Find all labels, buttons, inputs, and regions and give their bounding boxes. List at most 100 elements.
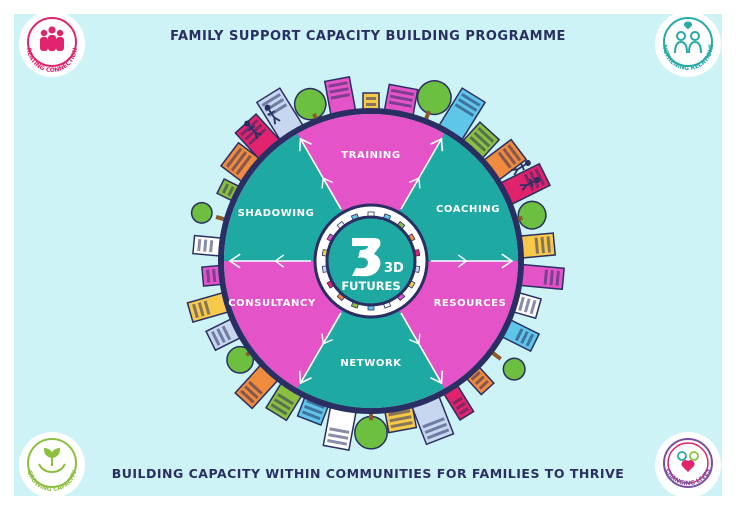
person-head [244,120,251,127]
person-head [534,176,541,183]
building-windows [366,97,376,100]
building-windows [212,268,217,283]
building-windows [474,375,485,386]
person-icon [519,176,541,192]
building-windows [226,147,243,168]
building-1 [383,83,419,118]
building-windows [221,325,232,341]
logo-name: FUTURES [341,279,400,293]
building-windows [303,404,323,415]
building-windows [328,81,348,88]
building-3 [437,87,487,142]
badge-creating-connections: CREATING CONNECTIONS [17,9,85,77]
building-windows [523,298,531,313]
building-windows [277,393,294,406]
building-windows [507,144,522,162]
building-windows [206,269,211,283]
building-windows [388,100,412,108]
building-windows [520,330,529,344]
building-windows [518,296,525,311]
building-26 [192,234,224,257]
building-21 [234,363,280,410]
person-body [247,125,262,140]
building-windows [261,93,281,107]
badge-growing-capacity: GROWING CAPACITY [19,432,85,498]
arrow-icon [274,254,285,268]
arrow-icon [430,370,444,385]
building-windows [543,269,548,285]
building-windows [534,168,546,186]
building-19 [296,395,330,426]
building-windows [306,399,325,409]
building-windows [549,270,554,286]
building-windows [469,136,487,152]
building-windows [203,300,211,315]
building-windows [455,402,466,410]
building-windows [221,183,230,194]
building-windows [424,422,448,434]
building-windows [230,151,248,172]
segment-label-resources: RESOURCES [434,298,507,309]
building-windows [426,428,450,440]
arrow-line-0 [400,138,443,210]
person-head [524,159,531,166]
tree-icon [502,357,526,381]
person-body [510,162,526,176]
segment-label-network: NETWORK [340,358,402,369]
person-head [264,104,271,111]
building-windows [390,88,415,97]
building-windows [211,330,221,346]
building-windows [534,237,540,254]
building-windows [328,433,349,440]
tree-trunk [369,411,373,421]
building-windows [273,398,291,411]
building-block [192,234,224,257]
town-buildings-icon [186,75,565,452]
segment-label-consultancy: CONSULTANCY [228,298,316,309]
building-windows [366,103,376,106]
building-windows [240,119,259,137]
segment-label-coaching: COACHING [436,204,500,215]
building-windows [525,333,535,347]
arrow-line-3 [299,312,342,384]
building-18 [322,405,358,452]
building-windows [326,439,348,446]
building-windows [330,93,350,100]
building-8 [518,232,557,259]
couple-heart-icon [674,21,702,54]
building-windows [197,238,202,252]
building-windows [502,147,517,165]
building-windows [301,410,321,421]
building-windows [270,403,288,416]
building-windows [461,93,481,107]
arrow-icon [409,333,421,345]
building-windows [454,103,475,117]
wheel-arrows [228,137,514,385]
building-windows [540,236,545,254]
building-windows [555,270,560,286]
building-windows [478,379,489,390]
arrow-icon [501,253,514,269]
arrow-line-5 [299,138,342,210]
building-windows [235,154,252,175]
building-17 [354,411,388,450]
building-windows [514,328,524,342]
badge-changing-lives: CHANGING LIVES [655,432,721,498]
building-windows [458,407,469,415]
tree-icon [190,201,213,224]
arrow-line-2 [400,312,443,384]
building-windows [523,173,535,192]
page-title: FAMILY SUPPORT CAPACITY BUILDING PROGRAM… [170,29,566,44]
building-windows [197,302,205,317]
building-windows [244,385,259,400]
building-windows [452,396,463,405]
badge-strengthening-relationships: STRENGTHENING RELATIONSHIPS [653,9,721,77]
building-windows [390,421,413,429]
logo-mark: 3D [384,261,404,276]
building-windows [192,303,199,319]
family-heart-icon [677,451,699,472]
arrow-icon [409,177,421,189]
arrow-icon [321,333,333,345]
building-windows [248,380,263,395]
